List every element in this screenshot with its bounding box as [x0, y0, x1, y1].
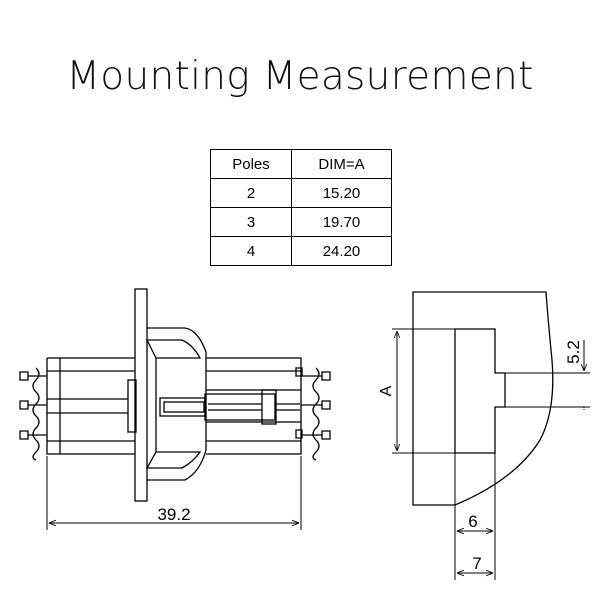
connector-side-view: [19, 288, 331, 502]
panel-cutout: [454, 328, 506, 454]
table-row: 2 15.20: [210, 178, 392, 208]
dimension-table: Poles DIM=A 2 15.20 3 19.70 4 24.20: [210, 149, 392, 266]
offset-height-dimension: [505, 340, 590, 410]
cutout-height-label: A: [378, 385, 395, 396]
right-contact-pads: [321, 371, 331, 440]
panel-outline: [412, 291, 554, 506]
table-cell-poles: 4: [210, 236, 292, 266]
inner-depth-dimension: [454, 407, 496, 580]
table-cell-dim: 15.20: [291, 178, 392, 208]
overall-length-label: 39.2: [157, 505, 190, 524]
table-header-poles: Poles: [210, 149, 292, 179]
offset-height-label: 5.2: [564, 340, 583, 364]
table-header-dim: DIM=A: [291, 149, 392, 179]
left-contact-pads: [19, 371, 29, 440]
table-cell-dim: 24.20: [291, 236, 392, 266]
left-break-line: [32, 367, 40, 461]
inner-depth-label: 6: [468, 512, 477, 531]
overall-length-dimension: [46, 456, 302, 530]
mounting-flange: [134, 288, 148, 502]
right-break-line: [312, 367, 320, 461]
body-right-outline: [206, 357, 302, 455]
cutout-height-dimension: [392, 328, 455, 454]
panel-cross-section: [412, 291, 554, 506]
body-left-outline: [46, 357, 135, 455]
table-cell-dim: 19.70: [291, 207, 392, 237]
latch-housing: [147, 327, 207, 481]
table-row: 3 19.70: [210, 207, 392, 237]
table-header-row: Poles DIM=A: [210, 149, 392, 179]
outer-depth-label: 7: [472, 554, 481, 573]
table-cell-poles: 2: [210, 178, 292, 208]
table-row: 4 24.20: [210, 236, 392, 266]
page-title: Mounting Measurement: [66, 54, 534, 99]
